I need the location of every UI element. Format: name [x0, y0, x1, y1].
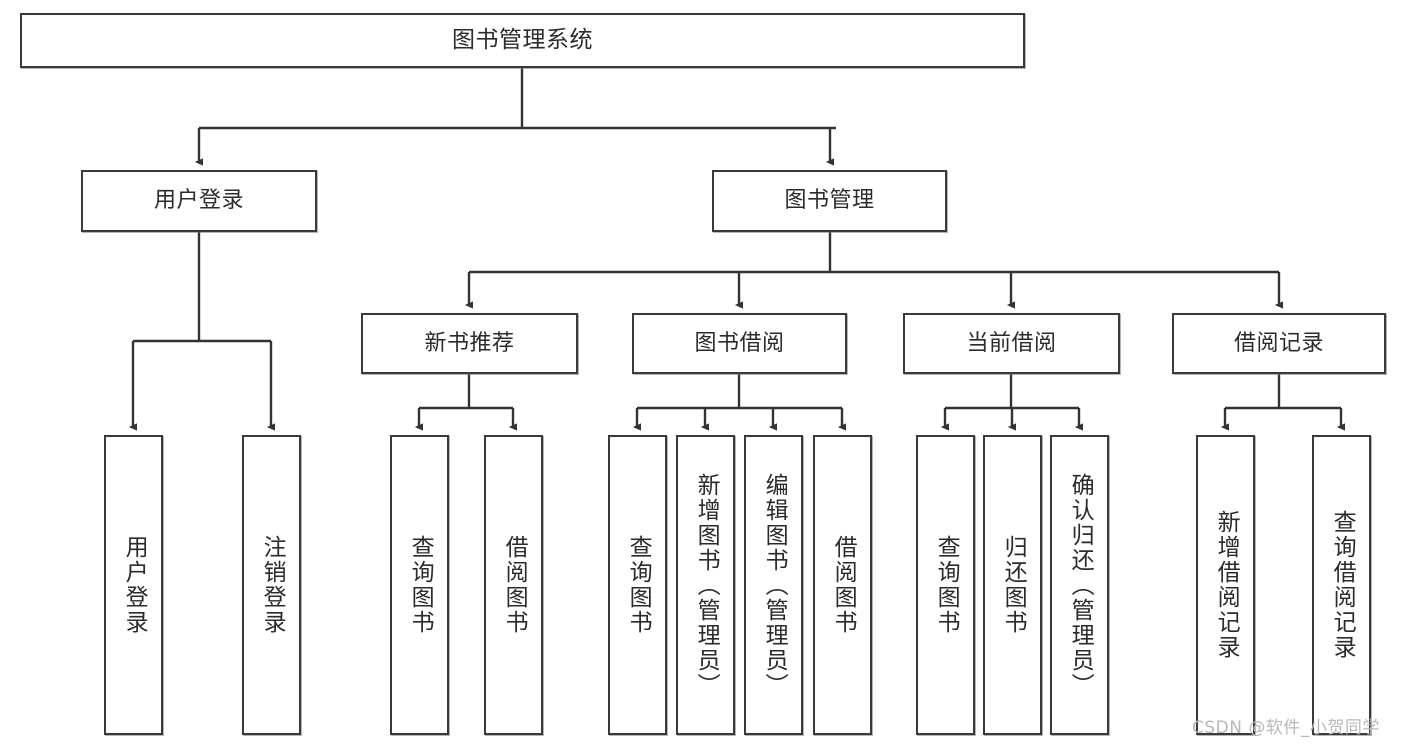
node-level3-borrow-record-label: 借阅记录 — [1233, 330, 1324, 356]
node-leaf-query-borrow-record-label: 查询借阅记录 — [1329, 510, 1356, 660]
node-level2-book-management-label: 图书管理 — [784, 188, 875, 214]
node-level3-current-borrow[interactable]: 当前借阅 — [903, 313, 1120, 374]
node-leaf-query-book-borrow-label: 查询图书 — [625, 535, 652, 635]
node-level3-new-book-recommend[interactable]: 新书推荐 — [361, 313, 578, 374]
node-leaf-edit-book-admin-label: 编辑图书（管理员） — [761, 472, 788, 698]
node-root-label: 图书管理系统 — [452, 26, 593, 53]
node-leaf-borrow-book[interactable]: 借阅图书 — [813, 435, 872, 735]
node-leaf-query-book-current[interactable]: 查询图书 — [916, 435, 975, 735]
node-level2-user-login[interactable]: 用户登录 — [81, 170, 317, 232]
node-level3-current-borrow-label: 当前借阅 — [966, 330, 1057, 356]
node-leaf-confirm-return-admin-label: 确认归还（管理员） — [1067, 472, 1094, 698]
node-level2-user-login-label: 用户登录 — [153, 188, 244, 214]
node-leaf-borrow-book-newbook[interactable]: 借阅图书 — [484, 435, 543, 735]
node-level3-book-borrow-label: 图书借阅 — [694, 330, 785, 356]
node-leaf-add-book-admin[interactable]: 新增图书（管理员） — [676, 435, 735, 735]
node-leaf-user-login-label: 用户登录 — [121, 535, 148, 635]
node-leaf-add-borrow-record[interactable]: 新增借阅记录 — [1196, 435, 1255, 735]
node-leaf-add-book-admin-label: 新增图书（管理员） — [693, 472, 720, 698]
node-leaf-return-book-label: 归还图书 — [1000, 535, 1027, 635]
node-leaf-borrow-book-label: 借阅图书 — [830, 535, 857, 635]
node-level3-new-book-recommend-label: 新书推荐 — [424, 330, 515, 356]
node-root[interactable]: 图书管理系统 — [20, 13, 1025, 68]
node-leaf-query-book-newbook-label: 查询图书 — [407, 535, 434, 635]
node-leaf-query-book-current-label: 查询图书 — [933, 535, 960, 635]
node-leaf-query-book-borrow[interactable]: 查询图书 — [608, 435, 667, 735]
node-leaf-return-book[interactable]: 归还图书 — [983, 435, 1042, 735]
node-leaf-add-borrow-record-label: 新增借阅记录 — [1213, 510, 1240, 660]
watermark: CSDN @软件_小贺同学 — [1192, 718, 1380, 738]
node-leaf-logout-label: 注销登录 — [259, 535, 286, 635]
node-level2-book-management[interactable]: 图书管理 — [712, 170, 947, 232]
node-level3-book-borrow[interactable]: 图书借阅 — [632, 313, 847, 374]
node-leaf-query-book-newbook[interactable]: 查询图书 — [390, 435, 449, 735]
node-leaf-edit-book-admin[interactable]: 编辑图书（管理员） — [744, 435, 803, 735]
node-level3-borrow-record[interactable]: 借阅记录 — [1172, 313, 1386, 374]
node-leaf-borrow-book-newbook-label: 借阅图书 — [501, 535, 528, 635]
node-leaf-logout[interactable]: 注销登录 — [242, 435, 301, 735]
node-leaf-query-borrow-record[interactable]: 查询借阅记录 — [1312, 435, 1371, 735]
node-leaf-user-login[interactable]: 用户登录 — [104, 435, 163, 735]
node-leaf-confirm-return-admin[interactable]: 确认归还（管理员） — [1050, 435, 1109, 735]
